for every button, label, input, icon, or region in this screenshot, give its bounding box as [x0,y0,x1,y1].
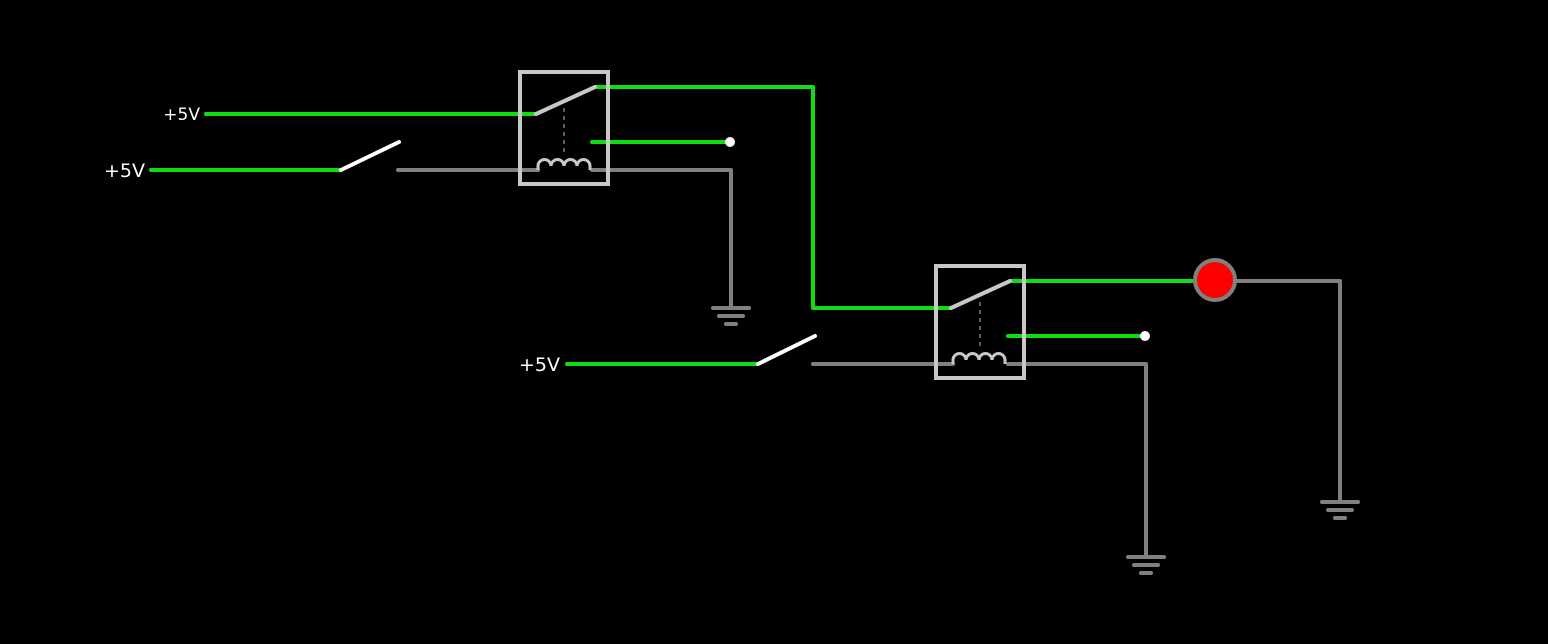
relay2-nc-terminal[interactable] [1140,331,1150,341]
supply-label-1: +5V [163,105,200,125]
lamp-bulb [1193,258,1237,302]
switch-icon[interactable] [339,140,401,172]
switch-icon[interactable] [756,334,817,366]
live-wires [149,85,1196,366]
relay1-body [518,70,610,186]
relay1-coil [536,158,592,170]
ground-icon [711,306,751,326]
relay-icon[interactable] [518,70,610,186]
relay2-coil [951,352,1007,364]
relay2-armature [949,279,1012,310]
relay-icon[interactable] [934,264,1026,380]
wire-relay2-coil-to-ground[interactable] [1006,362,1148,558]
ground-icon [1320,500,1360,520]
ground-icon [1126,555,1166,575]
relay1-armature [534,85,597,116]
wire-relay1-coil-to-ground[interactable] [590,168,733,309]
wire-lamp-to-ground[interactable] [1234,279,1342,502]
relay2-body [934,264,1026,380]
relay1-nc-terminal[interactable] [725,137,735,147]
supply-label-3: +5V [519,354,560,376]
dead-wires [396,168,1342,558]
supply-label-2: +5V [104,160,145,182]
lamp-icon[interactable] [1193,258,1237,302]
wire-relay1-out-to-relay2-common[interactable] [593,85,953,310]
